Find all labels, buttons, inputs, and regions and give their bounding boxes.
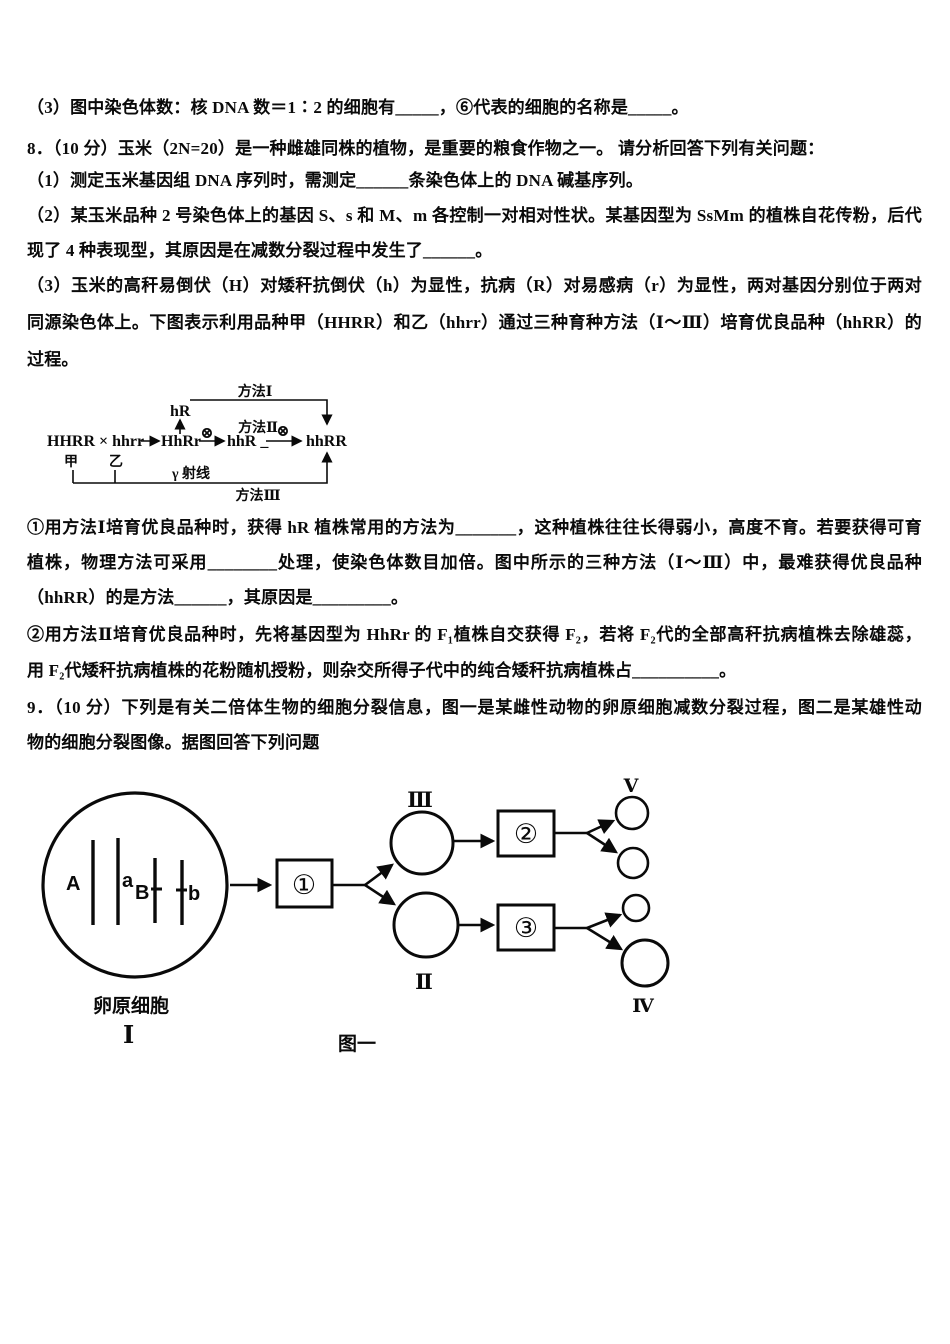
selfing-symbol-1: ⊗: [200, 425, 213, 442]
method-1-label: 方法Ⅰ: [238, 383, 273, 400]
q9-header-line-2: 物的细胞分裂图像。据图回答下列问题: [27, 733, 320, 752]
q8-part2-line-2: 现了 4 种表现型，其原因是在减数分裂过程中发生了______。: [27, 241, 493, 260]
cell-IV-circle: [620, 938, 670, 988]
haploid-label: hR: [170, 403, 191, 420]
selfing-symbol-2: ⊗: [276, 423, 289, 440]
process-1-box: [275, 858, 334, 909]
cell-II-label: Ⅱ: [415, 970, 433, 994]
cell-V-label: Ⅴ: [623, 776, 640, 797]
process-1-label: ①: [292, 870, 316, 901]
breeding-methods-diagram: 方法Ⅰ hR 方法Ⅱ HHRR × hhrr HhRr ⊗ hhR _ ⊗ hh…: [47, 383, 347, 504]
branch-to-cell-V-arrow: [586, 819, 616, 835]
method-3-label: 方法Ⅲ: [235, 487, 280, 504]
parent-1-label: 甲: [64, 454, 78, 470]
gamma-ray-label: γ 射线: [171, 465, 210, 482]
q8-part2-line-1: （2）某玉米品种 2 号染色体上的基因 S、s 和 M、m 各控制一对相对性状。…: [27, 206, 922, 225]
q8-sub1-line-2: 植株，物理方法可采用________处理，使染色体数目加倍。图中所示的三种方法（…: [27, 553, 922, 572]
f1-label: HhRr: [161, 433, 201, 450]
q8-sub1-line-3: （hhRR）的是方法______，其原因是_________。: [27, 588, 409, 607]
oogonium-cell-circle: [41, 791, 229, 979]
branch-to-cell-II-arrow: [364, 883, 397, 906]
figure-one-caption: 图一: [338, 1033, 376, 1055]
chromosome-a-label: a: [122, 870, 134, 892]
q9-header-line: 9．（10 分）下列是有关二倍体生物的细胞分裂信息，图一是某雌性动物的卵原细胞减…: [27, 698, 922, 717]
polar-body-1-circle: [616, 846, 650, 880]
cell-V-circle: [614, 795, 650, 831]
branch-to-cell-IV-arrow: [586, 926, 624, 951]
q8-header-line: 8．（10 分）玉米（2N=20）是一种雌雄同株的植物，是重要的粮食作物之一。 …: [27, 139, 825, 158]
cell-III-circle: [389, 810, 455, 876]
cell-II-circle: [392, 891, 460, 959]
branch-to-cell-III-arrow: [364, 863, 394, 887]
method-3-path-arrow: [73, 451, 333, 484]
q7-part3-line: （3）图中染色体数：核 DNA 数＝1∶2 的细胞有_____，⑥代表的细胞的名…: [27, 98, 689, 117]
cell-III-label: Ⅲ: [407, 788, 433, 812]
q8-part3-line-3: 过程。: [27, 350, 79, 369]
q8-sub2-line-2: 用 F₂代矮秆抗病植株的花粉随机授粉，则杂交所得子代中的纯合矮秆抗病植株占___…: [27, 661, 737, 680]
process-3-label: ③: [514, 913, 538, 944]
cell-IV-label: Ⅳ: [632, 996, 654, 1017]
method-1-path-arrow: [190, 399, 333, 426]
figure-one-meiosis-diagram: A a B b 卵原细胞 Ⅰ ① Ⅲ Ⅱ ② Ⅴ ③ Ⅳ 图一: [41, 776, 670, 1055]
cell-I-label: Ⅰ: [123, 1023, 134, 1049]
q8-sub2-line-1: ②用方法Ⅱ培育优良品种时，先将基因型为 HhRr 的 F₁植株自交获得 F₂，若…: [27, 625, 922, 644]
parent-2-label: 乙: [109, 454, 123, 470]
parent-cross-label: HHRR × hhrr: [47, 433, 144, 450]
branch-to-polar-body-1-arrow: [586, 831, 619, 854]
chromosome-A-label: A: [66, 873, 80, 895]
polar-body-2-circle: [621, 893, 651, 923]
q8-sub1-line-1: ①用方法Ⅰ培育优良品种时，获得 hR 植株常用的方法为_______，这种植株往…: [27, 518, 922, 537]
oogonium-label: 卵原细胞: [93, 994, 169, 1017]
branch-to-polar-body-2-arrow: [586, 912, 623, 930]
process-2-label: ②: [514, 819, 538, 850]
target-genotype-label: hhRR: [306, 433, 347, 450]
chromosome-B-label: B: [135, 882, 149, 904]
q8-part3-line-1: （3）玉米的高秆易倒伏（H）对矮秆抗倒伏（h）为显性，抗病（R）对易感病（r）为…: [27, 276, 922, 295]
q8-part3-line-2: 同源染色体上。下图表示利用品种甲（HHRR）和乙（hhrr）通过三种育种方法（Ⅰ…: [27, 313, 922, 332]
intermediate-label: hhR _: [227, 433, 269, 450]
method-2-label: 方法Ⅱ: [238, 419, 278, 436]
q8-part1-line: （1）测定玉米基因组 DNA 序列时，需测定______条染色体上的 DNA 碱…: [27, 171, 644, 190]
chromosome-b-label: b: [188, 883, 200, 905]
